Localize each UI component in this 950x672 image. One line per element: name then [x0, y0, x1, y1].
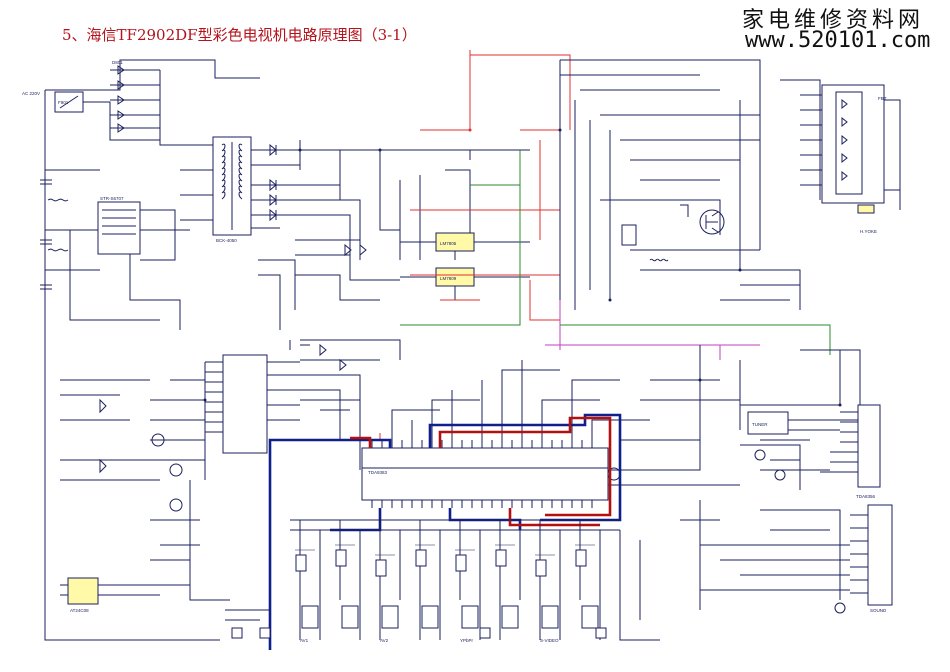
secondary-rectifiers — [258, 140, 530, 330]
control-section: AT24C08 — [44, 339, 401, 641]
main-ic-label: TDA9383 — [368, 470, 388, 475]
flyback-transformer: FBT H.YOKE — [800, 84, 901, 234]
watermark-url: www.520101.com — [745, 28, 931, 53]
switch-transformer: BCK-4050 — [180, 136, 380, 243]
av1-label: AV1 — [300, 638, 309, 643]
tuner-label: TUNER — [752, 422, 768, 427]
ypbpr-label: YPbPr — [460, 638, 474, 643]
sound-label: SOUND — [870, 608, 887, 613]
main-ic: TDA9383 — [361, 360, 740, 508]
horizontal-deflection — [559, 59, 821, 310]
page-title: 5、海信TF2902DF型彩色电视机电路原理图（3-1） — [62, 26, 417, 44]
junction-dots — [203, 128, 842, 407]
reg1-label: LM7805 — [440, 241, 457, 246]
yoke-label: H.YOKE — [860, 229, 877, 234]
svideo-label: S-VIDEO — [540, 638, 559, 643]
transformer-label: BCK-4050 — [216, 238, 237, 243]
reg2-label: LM7809 — [440, 276, 457, 281]
av2-label: AV2 — [380, 638, 389, 643]
regulators: LM7805 LM7809 — [400, 232, 530, 300]
eeprom-label: AT24C08 — [70, 608, 89, 613]
power-feed-lines — [379, 50, 831, 440]
audio-section: SOUND — [680, 500, 893, 614]
fuse-label: F801 — [58, 100, 69, 105]
power-ic-block: STR-S6707 — [69, 196, 190, 330]
fbt-label: FBT — [878, 96, 887, 101]
tuner-section: TUNER — [620, 345, 858, 490]
av-input-section: AV1 AV2 YPbPr S-VIDEO — [225, 519, 660, 643]
power-ic-label: STR-S6707 — [100, 196, 124, 201]
watermark-logo-cn: 家电维修资料网 — [742, 8, 925, 33]
ac-in-label: AC 220V — [22, 91, 40, 96]
vert-ic-label: TDA8356 — [856, 494, 876, 499]
bridge-label: D801 — [112, 60, 123, 65]
